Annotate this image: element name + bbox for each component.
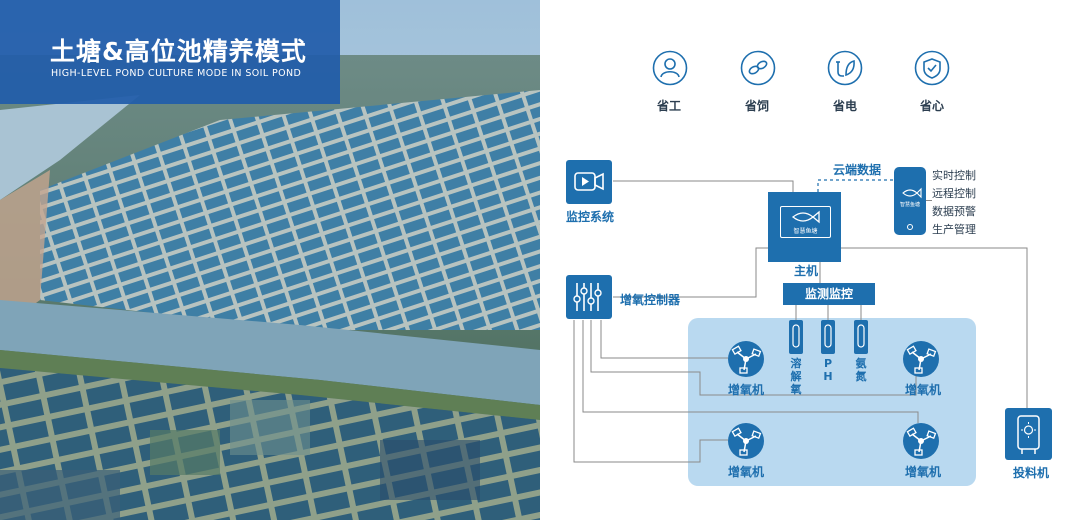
aerial-photo: 土塘&高位池精养模式 HIGH-LEVEL POND CULTURE MODE … (0, 0, 540, 520)
benefit-label-power: 省电 (833, 99, 858, 113)
benefit-user (652, 50, 688, 86)
aerator-icon (906, 427, 937, 456)
benefit-feed (740, 50, 776, 86)
probe-icon (824, 324, 832, 348)
fish-icon (791, 210, 820, 224)
host-screen: 智慧鱼塘 (780, 206, 831, 238)
phone-function-item: 远程控制 (932, 187, 976, 200)
benefit-label-feed: 省饲 (745, 99, 770, 113)
aerator-controller-box (566, 275, 612, 319)
feeder-label: 投料机 (1013, 466, 1050, 480)
benefit-power (827, 50, 863, 86)
sensor-ammonia-probe (854, 320, 868, 354)
benefit-mind (914, 50, 950, 86)
host-box: 智慧鱼塘 (768, 192, 841, 262)
aerator-label-bottom-left: 增氧机 (728, 465, 765, 479)
benefit-label-labor: 省工 (657, 99, 682, 113)
phone-function-list: 实时控制 远程控制 数据预警 生产管理 (932, 167, 976, 239)
phone-function-item: 生产管理 (932, 223, 976, 236)
monitoring-bar: 监测监控 (783, 283, 875, 305)
host-screen-text: 智慧鱼塘 (793, 228, 818, 235)
aerator-icon-top-left (728, 341, 764, 377)
sensor-ph-label: PH (823, 357, 833, 383)
surveillance-system-box (566, 160, 612, 204)
probe-icon (792, 324, 800, 348)
page-title: 土塘&高位池精养模式 (50, 37, 307, 66)
feed-icon (740, 50, 776, 86)
smartphone: 智慧鱼塘 (894, 167, 926, 235)
aerator-icon (906, 345, 937, 374)
shield-check-icon (914, 50, 950, 86)
aerator-icon (731, 345, 762, 374)
aerator-controller-label: 增氧控制器 (620, 293, 681, 307)
aerator-icon (731, 427, 762, 456)
sensor-ammonia-label: 氨氮 (855, 357, 867, 383)
phone-screen-text: 智慧鱼塘 (899, 202, 920, 208)
sensor-do-probe (789, 320, 803, 354)
title-banner: 土塘&高位池精养模式 HIGH-LEVEL POND CULTURE MODE … (0, 0, 340, 104)
sensor-do-label: 溶解氧 (790, 357, 802, 396)
page-subtitle: HIGH-LEVEL POND CULTURE MODE IN SOIL PON… (51, 68, 302, 79)
aerator-label-top-left: 增氧机 (728, 383, 765, 397)
aerator-label-top-right: 增氧机 (905, 383, 942, 397)
aerator-icon-top-right (903, 341, 939, 377)
user-icon (652, 50, 688, 86)
phone-fish-icon (902, 187, 922, 230)
sliders-icon (573, 283, 602, 311)
surveillance-label: 监控系统 (566, 210, 615, 224)
aerator-icon-bottom-right (903, 423, 939, 459)
feeder-icon (1017, 415, 1040, 454)
phone-connector (926, 200, 932, 201)
sensor-ph-probe (821, 320, 835, 354)
plug-leaf-icon (827, 50, 863, 86)
phone-function-item: 数据预警 (932, 205, 976, 218)
video-camera-icon (574, 172, 604, 191)
aerial-pond-image (0, 0, 540, 520)
cloud-data-label: 云端数据 (833, 163, 882, 177)
aerator-label-bottom-right: 增氧机 (905, 465, 942, 479)
benefit-label-peace: 省心 (920, 99, 945, 113)
phone-function-item: 实时控制 (932, 169, 976, 182)
host-label: 主机 (794, 264, 819, 278)
feeder-box (1005, 408, 1052, 460)
aerator-icon-bottom-left (728, 423, 764, 459)
probe-icon (857, 324, 865, 348)
